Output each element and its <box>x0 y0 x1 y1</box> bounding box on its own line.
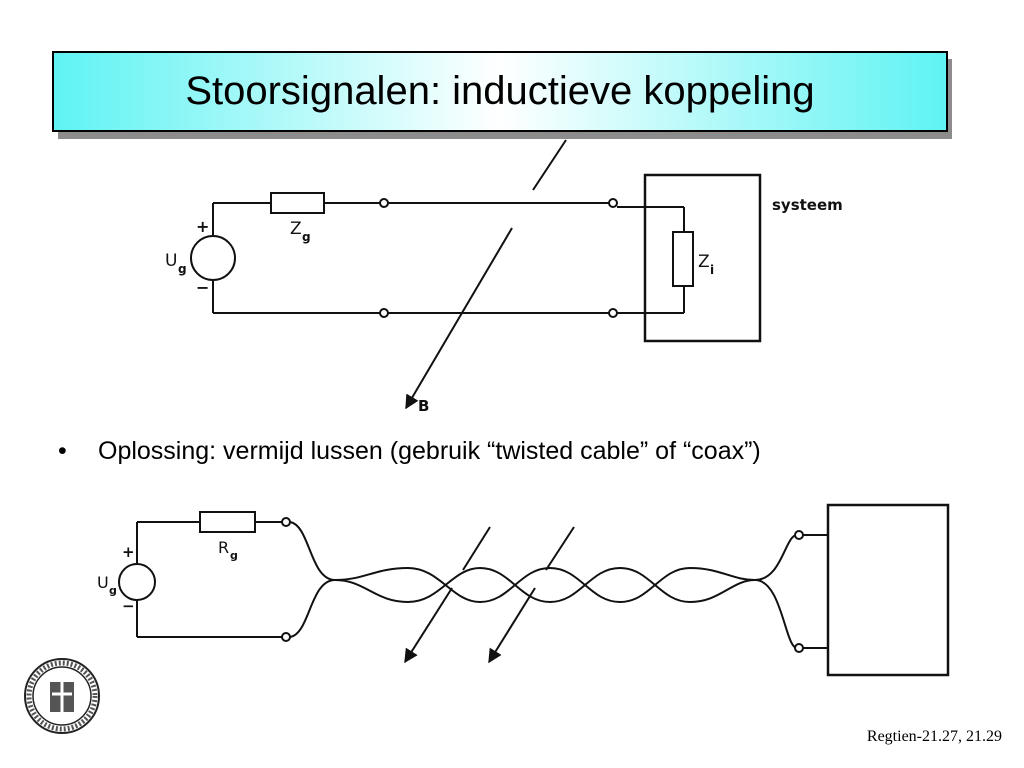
system-box <box>643 173 762 343</box>
load-impedance-sub: i <box>710 263 714 277</box>
system-label: systeem <box>772 196 843 214</box>
load-impedance-symbol <box>672 231 694 287</box>
terminal2-top-left <box>281 517 291 527</box>
terminal2-top-right <box>794 530 804 540</box>
terminal-bottom-left <box>379 308 389 318</box>
generator-impedance-symbol <box>270 192 325 214</box>
field-arrow-2 <box>488 587 536 664</box>
field-line-top <box>532 139 567 191</box>
load-impedance-label: Z <box>698 252 710 272</box>
minus-sign-2: − <box>122 597 135 615</box>
voltage-source-symbol-2 <box>118 563 156 601</box>
field-arrow-1 <box>404 587 453 664</box>
twisted-pair-diagram <box>118 503 950 677</box>
terminal-bottom-right <box>608 308 618 318</box>
terminal2-bottom-left <box>281 632 291 642</box>
university-seal-logo <box>24 658 100 734</box>
generator-impedance-label: Z <box>290 219 302 239</box>
title-box: Stoorsignalen: inductieve koppeling <box>52 51 948 132</box>
slide-title: Stoorsignalen: inductieve koppeling <box>185 69 815 113</box>
source-label-2: U <box>97 573 109 592</box>
field-arrow <box>405 227 513 410</box>
source-reference: Regtien-21.27, 21.29 <box>866 728 1002 745</box>
field-label: B <box>418 397 429 415</box>
field-arrow-2-top <box>545 526 575 571</box>
twisted-pair-labels: + − U g R g <box>97 538 238 615</box>
loop-circuit-diagram <box>190 139 762 410</box>
system-box-2 <box>826 503 950 677</box>
voltage-source-symbol <box>190 235 236 281</box>
generator-impedance-sub: g <box>302 230 311 244</box>
twisted-wire-a <box>289 521 798 604</box>
generator-resistance-symbol <box>199 511 256 533</box>
source-label-sub: g <box>178 262 187 276</box>
field-arrow-1-top <box>462 526 491 571</box>
bullet-marker: • <box>58 437 67 465</box>
bullet-text: Oplossing: vermijd lussen (gebruik “twis… <box>98 437 761 465</box>
plus-sign-2: + <box>122 543 135 561</box>
minus-sign: − <box>196 278 209 297</box>
generator-resistance-label: R <box>218 538 229 557</box>
plus-sign: + <box>196 217 209 236</box>
generator-resistance-sub: g <box>230 549 238 562</box>
loop-circuit-labels: + − U g Z g Z i systeem B <box>165 196 843 415</box>
twisted-wire-b <box>289 566 798 649</box>
source-label: U <box>165 251 177 271</box>
terminal-top-left <box>379 198 389 208</box>
terminal2-bottom-right <box>794 643 804 653</box>
bullet-item: • Oplossing: vermijd lussen (gebruik “tw… <box>58 437 761 466</box>
source-label-2-sub: g <box>109 584 117 597</box>
terminal-top-right <box>608 198 618 208</box>
